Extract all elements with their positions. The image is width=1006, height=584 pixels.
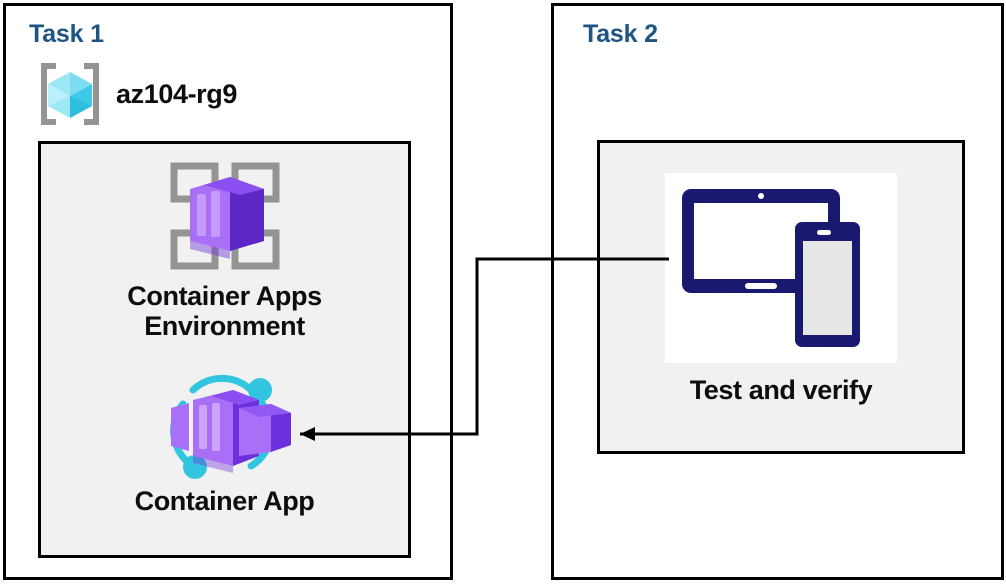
resource-group-label: az104-rg9 [116,78,237,109]
node-caption: Container Apps Environment [127,281,322,342]
task-2-inner-panel: Test and verify [597,140,965,454]
azure-resource-group-icon [41,63,99,125]
azure-container-app-icon [169,374,291,479]
node-container-app: Container App [41,374,408,516]
resource-group-row: az104-rg9 [36,60,237,128]
node-caption: Test and verify [689,375,873,405]
task-1-title: Task 1 [29,20,104,48]
node-test-and-verify: Test and verify [600,173,962,405]
devices-tablet-phone-icon [665,173,897,363]
task-1-inner-panel: Container Apps Environment [38,141,411,558]
task-2-title: Task 2 [583,20,658,48]
node-caption: Container App [134,486,315,516]
node-container-apps-environment: Container Apps Environment [41,155,408,341]
azure-container-apps-environment-icon [170,162,279,270]
